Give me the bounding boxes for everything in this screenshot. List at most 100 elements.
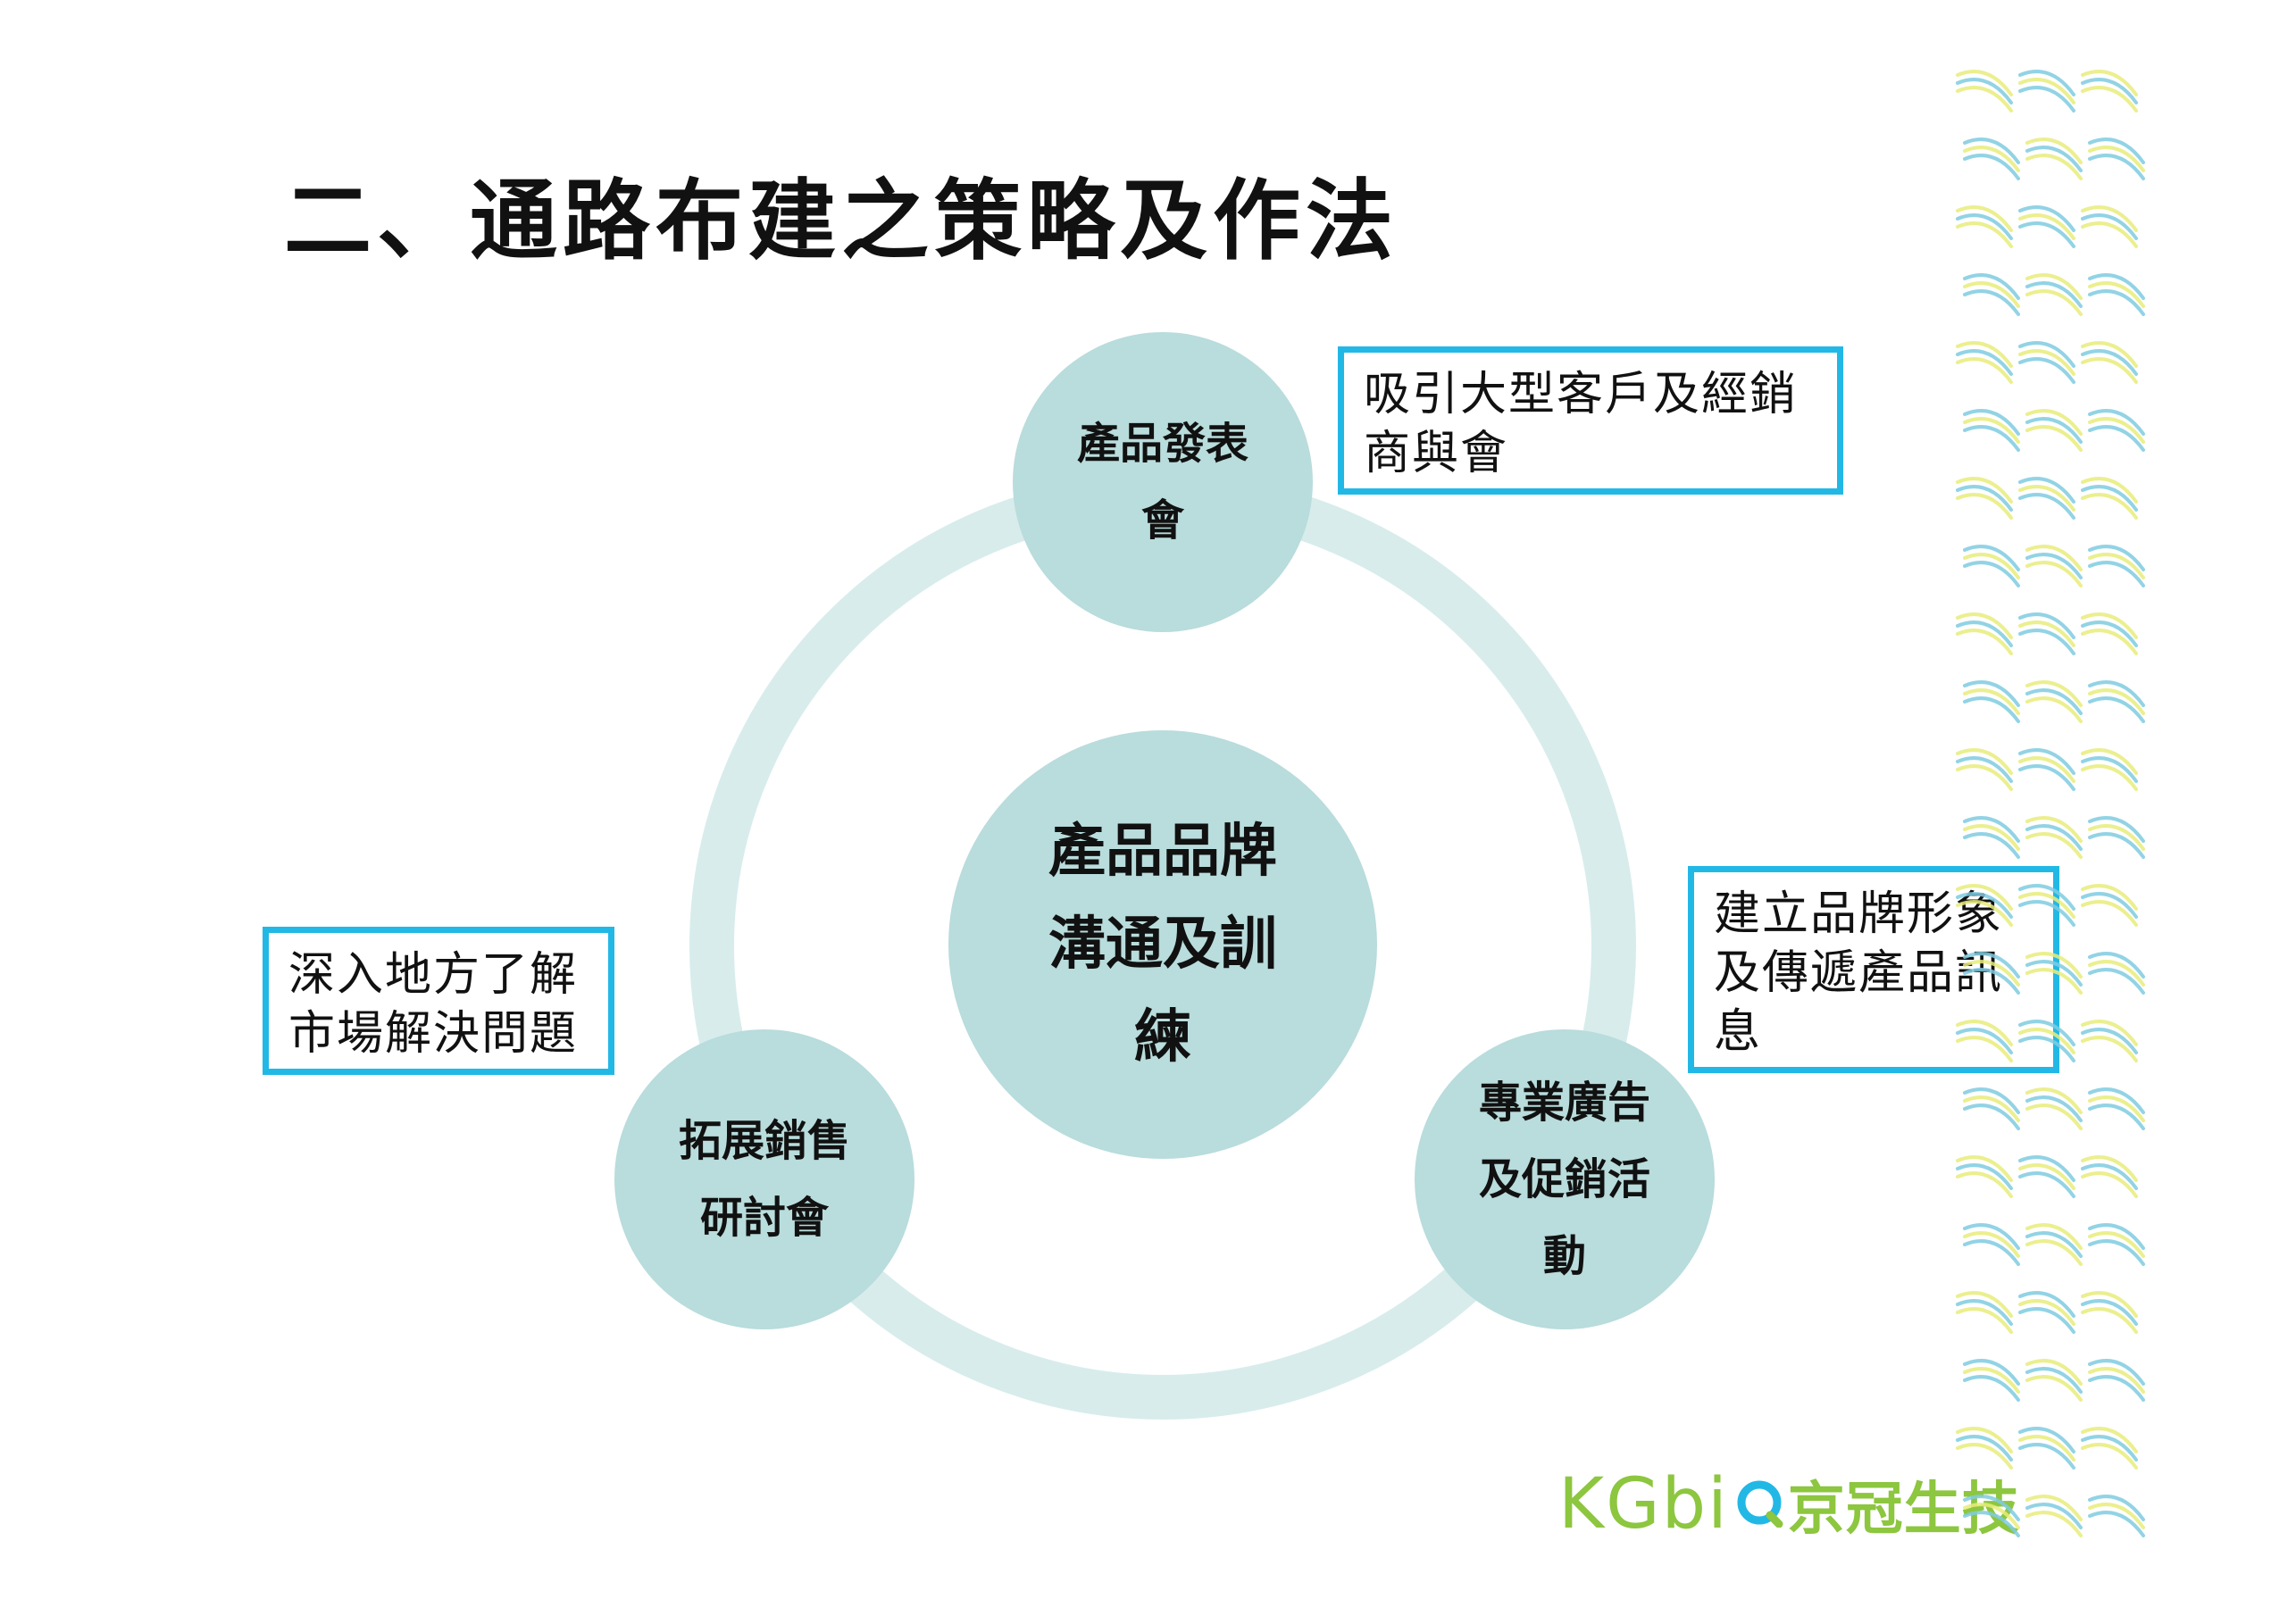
wave-arc-42 xyxy=(2081,341,2138,368)
wave-arc-181 xyxy=(1956,1435,2013,1462)
wave-arc-188 xyxy=(2081,1443,2138,1470)
wave-arc-60 xyxy=(2081,477,2138,504)
wave-arc-55 xyxy=(1956,485,2013,512)
wave-arc-77 xyxy=(2018,629,2075,655)
wave-arc-30 xyxy=(2025,273,2083,300)
wave-arc-3 xyxy=(2018,70,2075,96)
node-sales-seminar-line2: 研討會 xyxy=(699,1193,829,1243)
wave-arc-191 xyxy=(1963,1511,2020,1537)
wave-arc-177 xyxy=(2088,1359,2145,1386)
wave-arc-79 xyxy=(2081,620,2138,647)
wave-arc-145 xyxy=(1956,1163,2013,1190)
wave-arc-22 xyxy=(2018,213,2075,240)
wave-arc-7 xyxy=(2081,78,2138,104)
node-advertising-promotion-line1: 專業廣告 xyxy=(1478,1078,1650,1128)
wave-arc-126 xyxy=(1956,1020,2013,1046)
wave-arc-74 xyxy=(1956,629,2013,655)
node-advertising-promotion: 專業廣告 及促銷活 動 xyxy=(1415,1029,1715,1329)
callout-attract-clients: 吸引大型客戶及經銷 商與會 xyxy=(1338,346,1843,495)
wave-arc-34 xyxy=(2088,281,2145,308)
wave-arc-101 xyxy=(1963,832,2020,859)
wave-arc-8 xyxy=(2081,86,2138,112)
wave-arc-167 xyxy=(2018,1307,2075,1334)
callout-brand-image-line3: 息 xyxy=(1714,1005,1763,1059)
node-brand-communication-line1: 產品品牌 xyxy=(1048,819,1277,885)
wave-arc-59 xyxy=(2018,493,2075,520)
wave-arc-93 xyxy=(2018,748,2075,775)
wave-arc-178 xyxy=(2088,1367,2145,1394)
wave-arc-11 xyxy=(1963,154,2020,180)
wave-arc-154 xyxy=(1963,1231,2020,1258)
wave-arc-174 xyxy=(2025,1359,2083,1386)
wave-arc-103 xyxy=(2025,824,2083,851)
wave-arc-164 xyxy=(1956,1307,2013,1334)
wave-arc-89 xyxy=(2088,696,2145,723)
wave-arc-85 xyxy=(2025,688,2083,715)
wave-arc-132 xyxy=(2081,1020,2138,1046)
wave-arc-88 xyxy=(2088,688,2145,715)
wave-arc-31 xyxy=(2025,281,2083,308)
wave-arc-37 xyxy=(1956,349,2013,376)
wave-arc-40 xyxy=(2018,349,2075,376)
wave-arc-97 xyxy=(2081,756,2138,783)
node-advertising-promotion-line2: 及促銷活 xyxy=(1478,1154,1650,1204)
logo-latin: KGbi xyxy=(1558,1464,1729,1545)
wave-arc-111 xyxy=(2018,884,2075,911)
wave-arc-75 xyxy=(2018,612,2075,639)
wave-arc-95 xyxy=(2018,764,2075,791)
wave-arc-197 xyxy=(2088,1511,2145,1537)
wave-arc-128 xyxy=(1956,1036,2013,1062)
wave-arc-112 xyxy=(2018,892,2075,919)
wave-arc-183 xyxy=(2018,1427,2075,1453)
wave-arc-117 xyxy=(1963,952,2020,979)
node-brand-communication-line2: 溝通及訓 xyxy=(1048,912,1277,978)
wave-arc-131 xyxy=(2018,1036,2075,1062)
wave-arc-124 xyxy=(2088,960,2145,987)
wave-arc-141 xyxy=(2088,1087,2145,1114)
wave-arc-172 xyxy=(1963,1367,2020,1394)
wave-arc-176 xyxy=(2025,1375,2083,1402)
wave-arc-80 xyxy=(2081,629,2138,655)
wave-arc-18 xyxy=(1956,205,2013,232)
wave-arc-92 xyxy=(1956,764,2013,791)
wave-arc-136 xyxy=(1963,1095,2020,1122)
wave-arc-87 xyxy=(2088,680,2145,707)
wave-arc-67 xyxy=(2025,553,2083,579)
wave-arc-76 xyxy=(2018,620,2075,647)
wave-arc-94 xyxy=(2018,756,2075,783)
wave-arc-78 xyxy=(2081,612,2138,639)
wave-arc-20 xyxy=(1956,221,2013,248)
wave-arc-142 xyxy=(2088,1095,2145,1122)
wave-arc-190 xyxy=(1963,1503,2020,1529)
wave-arc-158 xyxy=(2025,1239,2083,1266)
wave-arc-123 xyxy=(2088,952,2145,979)
wave-arc-71 xyxy=(2088,561,2145,587)
wave-arc-90 xyxy=(1956,748,2013,775)
wave-arc-64 xyxy=(1963,553,2020,579)
logo-chinese: 京冠生技 xyxy=(1787,1477,2020,1543)
wave-arc-57 xyxy=(2018,477,2075,504)
wave-arc-82 xyxy=(1963,688,2020,715)
wave-arc-148 xyxy=(2018,1163,2075,1190)
wave-arc-163 xyxy=(1956,1299,2013,1326)
wave-arc-10 xyxy=(1963,146,2020,172)
wave-arc-43 xyxy=(2081,349,2138,376)
wave-arc-169 xyxy=(2081,1299,2138,1326)
wave-arc-70 xyxy=(2088,553,2145,579)
node-brand-communication-line3: 練 xyxy=(1134,1004,1191,1070)
wave-arc-6 xyxy=(2081,70,2138,96)
wave-arc-118 xyxy=(1963,960,2020,987)
wave-arc-133 xyxy=(2081,1028,2138,1054)
wave-arc-180 xyxy=(1956,1427,2013,1453)
wave-arc-179 xyxy=(2088,1375,2145,1402)
wave-arc-159 xyxy=(2088,1223,2145,1250)
wave-arc-175 xyxy=(2025,1367,2083,1394)
wave-arc-19 xyxy=(1956,213,2013,240)
wave-arc-61 xyxy=(2081,485,2138,512)
wave-arc-125 xyxy=(2088,968,2145,995)
decorative-wave-pattern xyxy=(1956,70,2145,1537)
company-logo: KGbi 京冠生技 xyxy=(1558,1464,2020,1545)
wave-arc-51 xyxy=(2088,409,2145,436)
wave-arc-119 xyxy=(1963,968,2020,995)
wave-arc-192 xyxy=(2025,1495,2083,1521)
